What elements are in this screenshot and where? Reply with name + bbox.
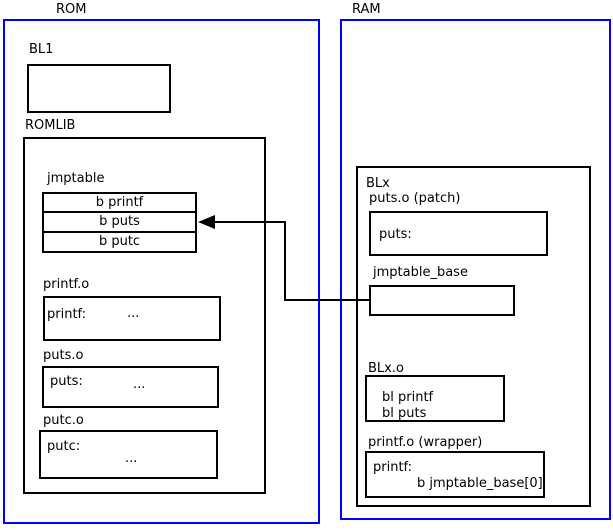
romlib-label: ROMLIB (25, 118, 76, 133)
blx-o-line-bl-puts: bl puts (382, 406, 427, 421)
printf-wrapper-body: b jmptable_base[0] (417, 476, 543, 491)
puts-patch-box: puts: (369, 211, 548, 256)
blx-label: BLx (366, 176, 390, 191)
jmptable-label: jmptable (47, 171, 105, 186)
bl1-box (27, 64, 171, 113)
printf-symbol: printf: (47, 307, 87, 322)
puts-o-box: puts: ... (42, 366, 219, 408)
puts-symbol: puts: (50, 374, 83, 389)
puts-patch-symbol: puts: (379, 227, 412, 242)
blx-o-label: BLx.o (368, 361, 404, 376)
printf-body-dots: ... (127, 306, 140, 321)
jmptable-base-box (369, 285, 515, 316)
printf-wrapper-label: printf.o (wrapper) (368, 435, 483, 450)
ram-label: RAM (352, 2, 381, 17)
putc-symbol: putc: (47, 439, 81, 454)
printf-o-label: printf.o (43, 277, 90, 292)
blx-o-line-bl-printf: bl printf (382, 390, 434, 405)
printf-wrapper-symbol: printf: (373, 460, 413, 475)
blx-o-box: bl printf bl puts (365, 375, 505, 422)
puts-patch-label: puts.o (patch) (369, 191, 461, 206)
putc-o-label: putc.o (43, 413, 84, 428)
putc-body-dots: ... (125, 451, 138, 466)
jmptable-row-b-putc: b putc (42, 231, 197, 253)
jmptable-base-label: jmptable_base (373, 265, 468, 280)
printf-o-box: printf: ... (43, 296, 221, 341)
jmptable-row-b-puts: b puts (42, 211, 197, 233)
bl1-label: BL1 (29, 42, 54, 57)
puts-body-dots: ... (133, 377, 146, 392)
jmptable-row-b-printf: b printf (42, 192, 197, 213)
printf-wrapper-box: printf: b jmptable_base[0] (365, 451, 545, 498)
putc-o-box: putc: ... (39, 430, 218, 479)
puts-o-label: puts.o (43, 348, 84, 363)
rom-label: ROM (56, 2, 87, 17)
